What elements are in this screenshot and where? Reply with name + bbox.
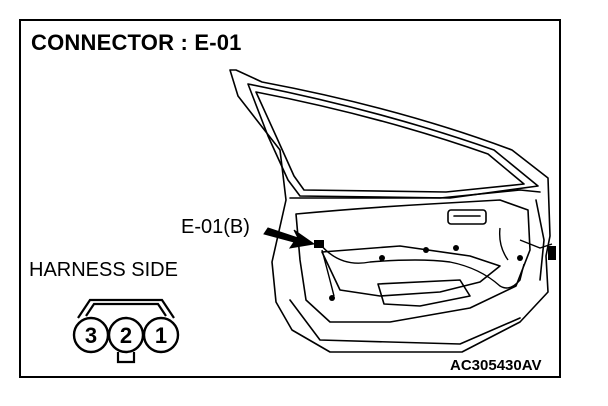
wire-clip bbox=[453, 245, 459, 251]
harness-side-label: HARNESS SIDE bbox=[29, 259, 178, 281]
connector-face bbox=[77, 298, 175, 364]
right-connector bbox=[548, 246, 556, 260]
connector-housing-top bbox=[77, 298, 175, 319]
connector-callout-label: E-01(B) bbox=[181, 216, 250, 238]
callout-arrow bbox=[263, 227, 316, 249]
door-pillar bbox=[535, 199, 545, 281]
figure-code: AC305430AV bbox=[450, 357, 542, 374]
pin-3-label: 3 bbox=[85, 323, 97, 348]
door-belt-line bbox=[289, 189, 541, 199]
wire-clip bbox=[329, 295, 335, 301]
inner-handle-recess bbox=[447, 209, 487, 225]
wire-harness-branch bbox=[498, 227, 509, 261]
pin-2-label: 2 bbox=[120, 323, 132, 348]
wire-harness-lower bbox=[321, 249, 335, 297]
wire-clip bbox=[517, 255, 523, 261]
connector-title: CONNECTOR : E-01 bbox=[31, 30, 242, 55]
door-trim-panel bbox=[295, 199, 531, 323]
connector-pins: 3 2 1 bbox=[72, 316, 180, 354]
door-window-inner bbox=[255, 91, 525, 193]
pin-1-circle bbox=[142, 316, 180, 354]
connector-housing-inner bbox=[85, 302, 167, 317]
door-outer-frame bbox=[229, 69, 551, 353]
connector-e01-body bbox=[314, 240, 324, 248]
door-pocket bbox=[377, 279, 471, 307]
wire-harness bbox=[319, 243, 525, 289]
wire-clip bbox=[423, 247, 429, 253]
pin-1-label: 1 bbox=[155, 323, 167, 348]
door-lower-panel bbox=[289, 299, 521, 345]
wire-clip bbox=[379, 255, 385, 261]
door-armrest bbox=[321, 245, 501, 297]
connector-lock-tab bbox=[116, 352, 136, 364]
wire-harness-right bbox=[519, 239, 553, 249]
door-window-edge bbox=[247, 83, 539, 199]
